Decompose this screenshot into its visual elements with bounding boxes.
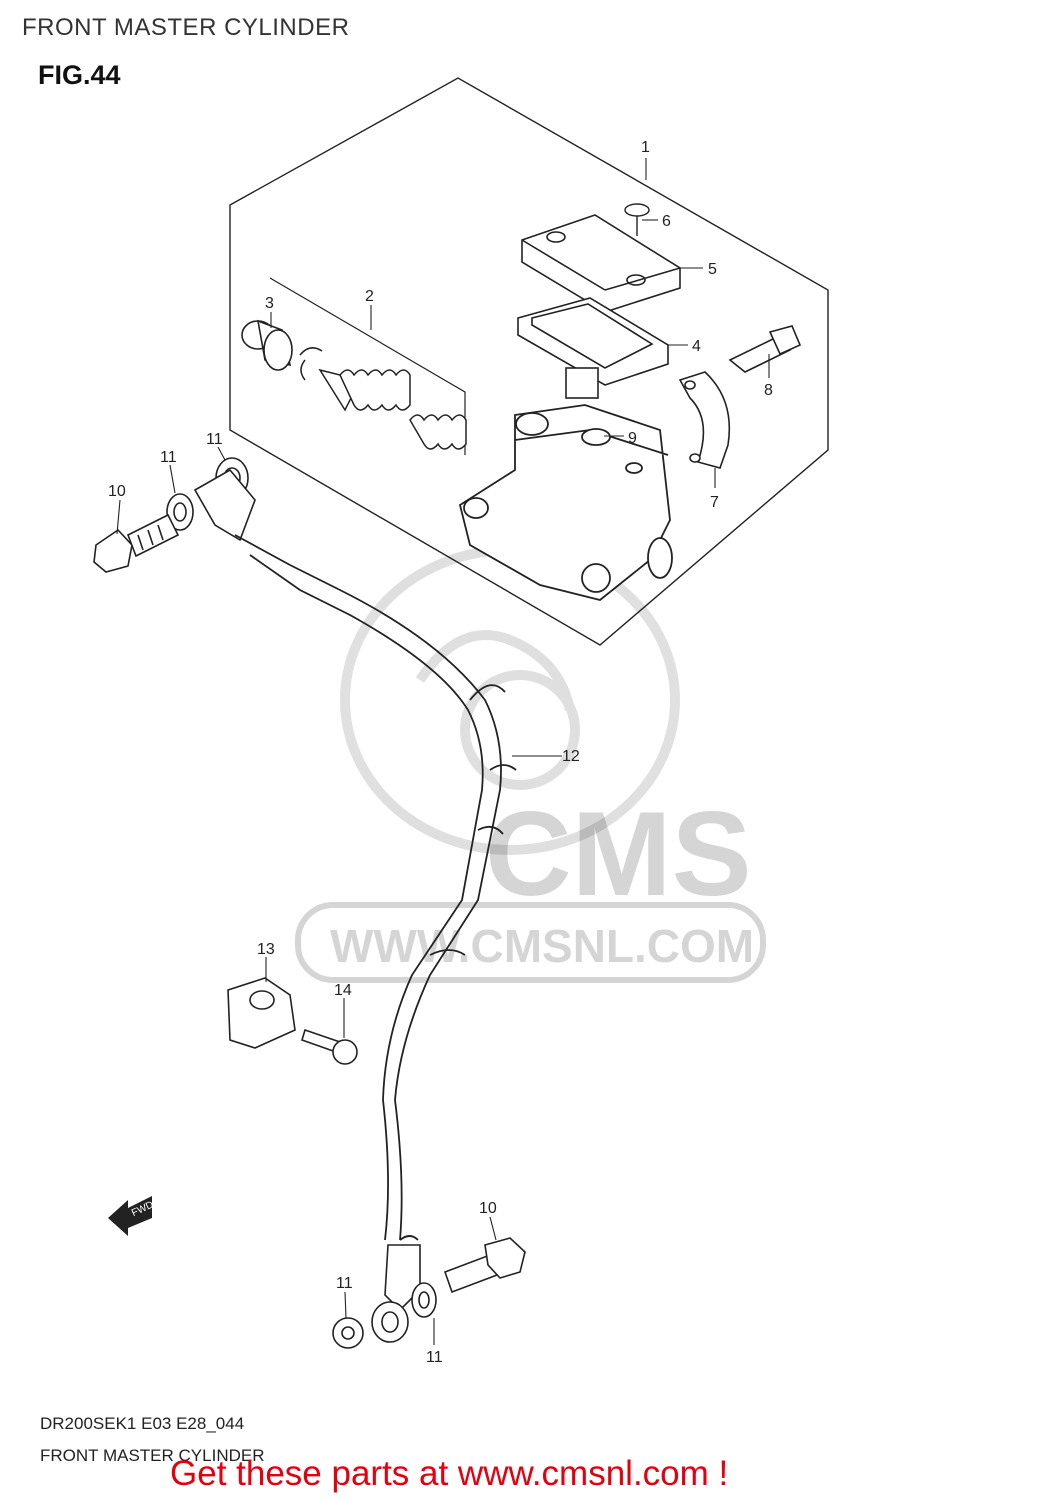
callout-2: 2 <box>365 288 374 305</box>
callout-10-upper: 10 <box>108 483 126 500</box>
callout-labels: 1 6 5 4 8 9 7 2 3 11 11 10 12 13 14 10 1… <box>108 139 773 1366</box>
cap-screw <box>624 203 650 236</box>
callout-5: 5 <box>708 261 717 278</box>
callout-11-upper-b: 11 <box>160 449 177 466</box>
callout-14: 14 <box>334 982 352 999</box>
callout-6: 6 <box>662 213 671 230</box>
diagram-code: DR200SEK1 E03 E28_044 <box>40 1414 245 1433</box>
lower-union-bolt <box>443 1237 526 1294</box>
callout-11-upper-a: 11 <box>206 431 223 448</box>
clamp-bolt <box>728 325 802 373</box>
watermark-brand: CMS <box>485 787 752 921</box>
hose-clamp <box>227 977 296 1049</box>
brake-hose <box>234 534 517 1241</box>
leader-lines <box>116 158 770 1345</box>
callout-9: 9 <box>628 430 637 447</box>
callout-8: 8 <box>764 382 773 399</box>
lower-banjo-fitting <box>332 1244 437 1349</box>
callout-7: 7 <box>710 494 719 511</box>
figure-label: FIG.44 <box>38 60 121 90</box>
footer-title: FRONT MASTER CYLINDER <box>40 1446 265 1465</box>
fwd-arrow: FWD <box>108 1196 155 1236</box>
upper-union-bolt <box>93 513 180 573</box>
page-heading: FRONT MASTER CYLINDER <box>22 14 350 41</box>
boot <box>241 319 293 371</box>
callout-10-lower: 10 <box>479 1200 497 1217</box>
assembly-outline <box>229 77 829 646</box>
callout-4: 4 <box>692 338 701 355</box>
promo-link[interactable]: Get these parts at www.cmsnl.com ! <box>170 1454 729 1493</box>
watermark-text: CMS WWW.CMSNL.COM <box>295 787 766 983</box>
diaphragm <box>517 297 669 399</box>
watermark-url: WWW.CMSNL.COM <box>330 920 754 972</box>
callout-3: 3 <box>265 295 274 312</box>
callout-12: 12 <box>562 748 580 765</box>
callout-13: 13 <box>257 941 275 958</box>
piston-set <box>299 347 467 450</box>
clamp-screw <box>301 1028 358 1065</box>
upper-banjo-fitting <box>166 457 256 542</box>
handlebar-clamp <box>678 371 731 469</box>
reservoir-cap <box>521 214 681 313</box>
master-cylinder-body <box>458 404 673 601</box>
callout-11-lower-b: 11 <box>426 1349 443 1366</box>
callout-11-lower-a: 11 <box>336 1275 353 1292</box>
callout-1: 1 <box>641 139 650 156</box>
